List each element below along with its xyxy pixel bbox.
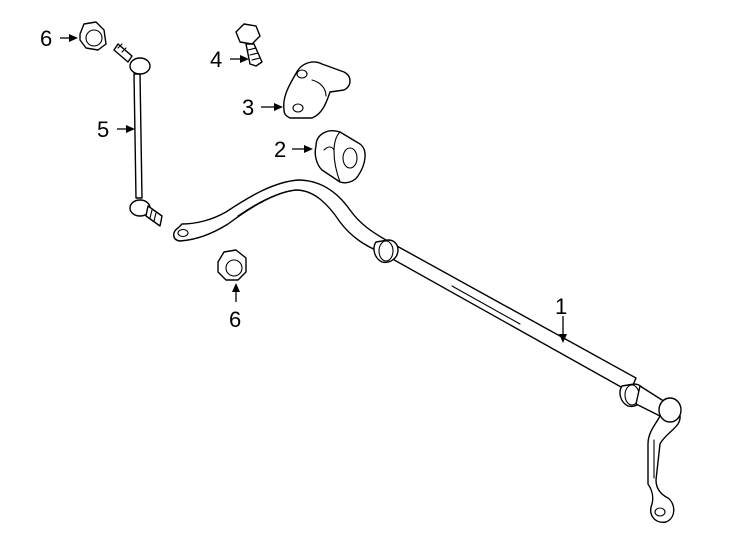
- callout-6-upper: 6: [40, 26, 52, 51]
- callout-3: 3: [242, 95, 254, 120]
- bracket: [283, 61, 351, 119]
- leader-6-upper: [60, 34, 78, 42]
- leader-3: [261, 103, 283, 111]
- callout-4: 4: [210, 47, 222, 72]
- callout-6-lower: 6: [229, 307, 241, 332]
- stabilizer-link: [113, 43, 163, 227]
- callout-1: 1: [555, 294, 567, 319]
- bolt: [235, 23, 263, 67]
- leader-6-lower: [232, 283, 240, 302]
- callout-2: 2: [274, 137, 286, 162]
- stabilizer-bar: [173, 179, 682, 523]
- leader-4: [230, 55, 249, 63]
- leader-2: [292, 145, 313, 153]
- callout-5: 5: [97, 117, 109, 142]
- bushing: [314, 130, 366, 184]
- leader-5: [117, 125, 135, 133]
- nut-upper: [79, 21, 107, 51]
- leader-1: [559, 316, 567, 343]
- nut-lower: [217, 249, 247, 281]
